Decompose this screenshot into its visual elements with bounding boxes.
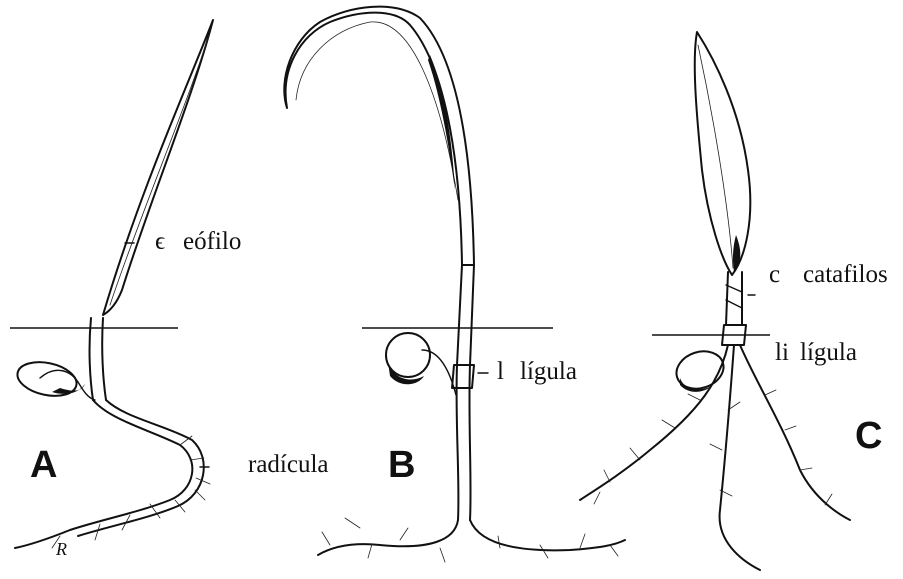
- panel-c: c catafilos li lígula C: [580, 32, 888, 570]
- panel-letter-a: A: [30, 444, 57, 486]
- eophyll-vein-b: [296, 22, 458, 200]
- label-ligule-b: lígula: [520, 358, 577, 385]
- label-radicle: radícula: [248, 451, 329, 478]
- label-eophyll: eófilo: [183, 228, 241, 255]
- marker-cataphylls: c: [769, 261, 780, 288]
- marker-ligule-c: li: [775, 339, 789, 366]
- stem-c: [726, 272, 742, 325]
- stem-b: [457, 265, 474, 520]
- root-c-1: [580, 345, 728, 500]
- eophyll-blade-a: [103, 20, 213, 315]
- eophyll-vein-a: [110, 35, 209, 305]
- root-c-2: [720, 345, 760, 570]
- label-ligule-c: lígula: [800, 339, 857, 366]
- root-hairs-b: [322, 518, 618, 562]
- root-hairs-c: [594, 390, 832, 505]
- marker-ligule-b: l: [497, 358, 504, 385]
- eophyll-blade-b: [284, 7, 474, 265]
- roots-b: [318, 520, 625, 555]
- seed-shadow-c: [680, 378, 712, 392]
- radicle-edge-a: [78, 400, 204, 536]
- panel-a: ϵ eófilo radícula A R: [10, 20, 329, 559]
- label-cataphylls: catafilos: [803, 261, 888, 288]
- panel-b: l lígula B: [284, 7, 625, 562]
- stem-a: [90, 318, 106, 400]
- panel-letter-b: B: [388, 444, 415, 486]
- artist-signature: R: [55, 539, 67, 559]
- seed-a: [14, 357, 79, 401]
- root-c-3: [740, 345, 850, 520]
- marker-eophyll: ϵ: [155, 228, 165, 255]
- panel-letter-c: C: [855, 415, 882, 457]
- leaf-shading-c: [733, 235, 740, 272]
- seed-b: [386, 333, 430, 377]
- cataphylls-c: [726, 285, 742, 308]
- cotyledon-stalk-b: [422, 350, 456, 395]
